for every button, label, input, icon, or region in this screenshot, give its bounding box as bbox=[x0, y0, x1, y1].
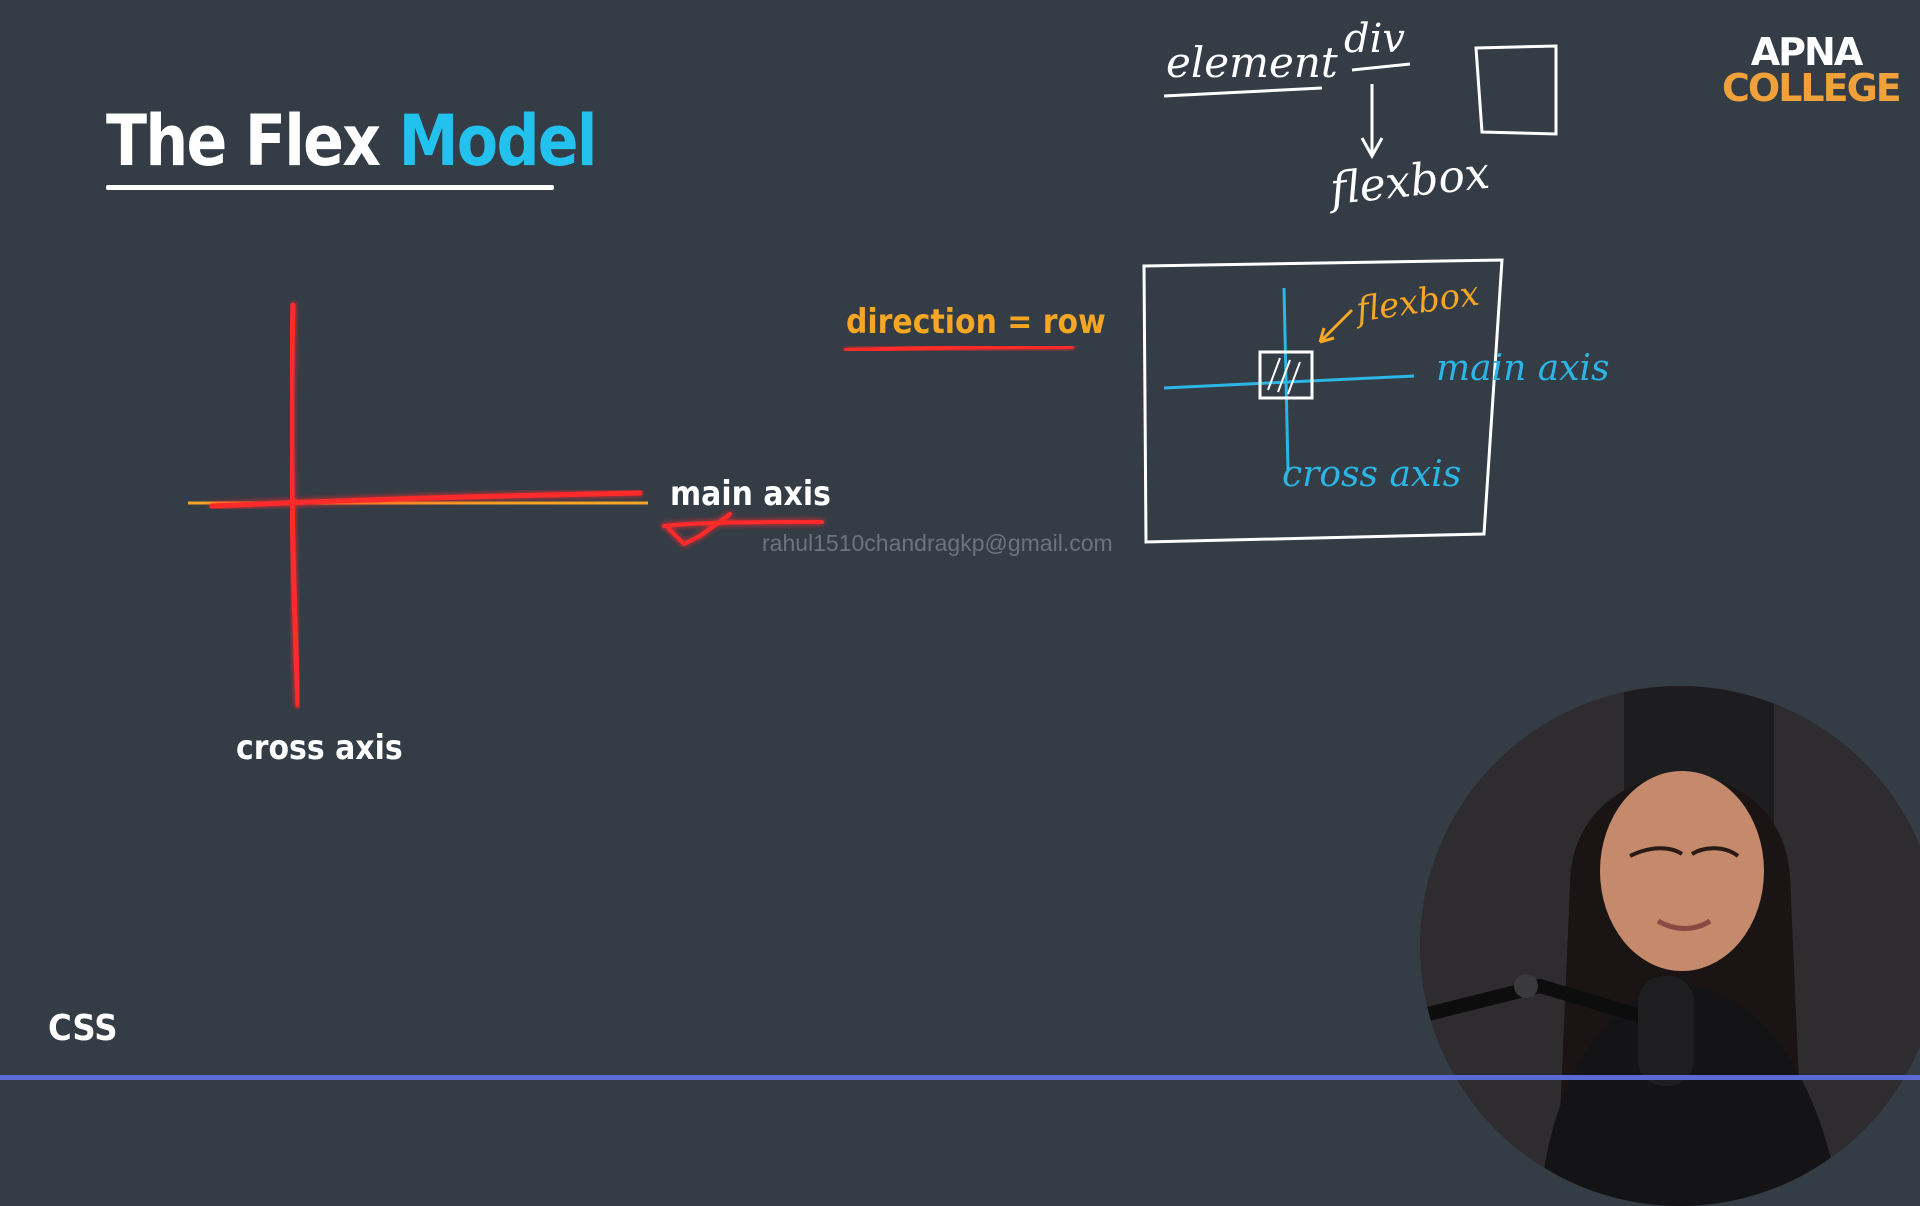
slide-title: The Flex Model bbox=[106, 100, 598, 182]
div-box bbox=[1474, 44, 1558, 136]
handwritten-div: div bbox=[1344, 16, 1405, 62]
presenter-image bbox=[1420, 686, 1920, 1206]
cross-axis-label: cross axis bbox=[236, 728, 403, 768]
direction-underline bbox=[844, 345, 1074, 352]
div-underline bbox=[1351, 62, 1411, 72]
element-underline bbox=[1163, 86, 1323, 98]
presenter-webcam bbox=[1420, 686, 1920, 1206]
direction-label: direction = row bbox=[846, 302, 1106, 342]
handwritten-cross-axis: cross axis bbox=[1282, 454, 1462, 495]
handwritten-element: element bbox=[1166, 38, 1338, 87]
video-progress-bar[interactable] bbox=[0, 1075, 1920, 1080]
inner-main-axis bbox=[1163, 374, 1415, 390]
inner-cross-axis bbox=[1282, 287, 1290, 471]
main-axis-line bbox=[209, 490, 643, 509]
title-text: The Flex bbox=[106, 100, 381, 182]
title-accent-text: Model bbox=[398, 100, 598, 182]
title-underline bbox=[106, 185, 554, 190]
handwritten-flexbox-small: flexbox bbox=[1353, 273, 1482, 331]
email-watermark: rahul1510chandragkp@gmail.com bbox=[762, 530, 1113, 556]
main-axis-label: main axis bbox=[670, 474, 831, 514]
handwritten-main-axis: main axis bbox=[1436, 348, 1610, 389]
logo-line-1: APNA bbox=[1750, 30, 1863, 74]
down-arrow bbox=[1360, 84, 1384, 160]
logo-line-2: COLLEGE bbox=[1722, 66, 1902, 110]
apna-college-logo: APNA COLLEGE bbox=[1722, 30, 1902, 110]
hatch-lines bbox=[1267, 357, 1301, 395]
flexbox-arrow bbox=[1318, 308, 1354, 344]
inner-flex-item bbox=[1258, 350, 1314, 400]
topic-label: CSS bbox=[48, 1008, 118, 1049]
slide-canvas: The Flex Model APNA COLLEGE bbox=[0, 16, 1920, 1206]
handwritten-flexbox: flexbox bbox=[1327, 147, 1492, 216]
cross-axis-line bbox=[289, 302, 301, 708]
